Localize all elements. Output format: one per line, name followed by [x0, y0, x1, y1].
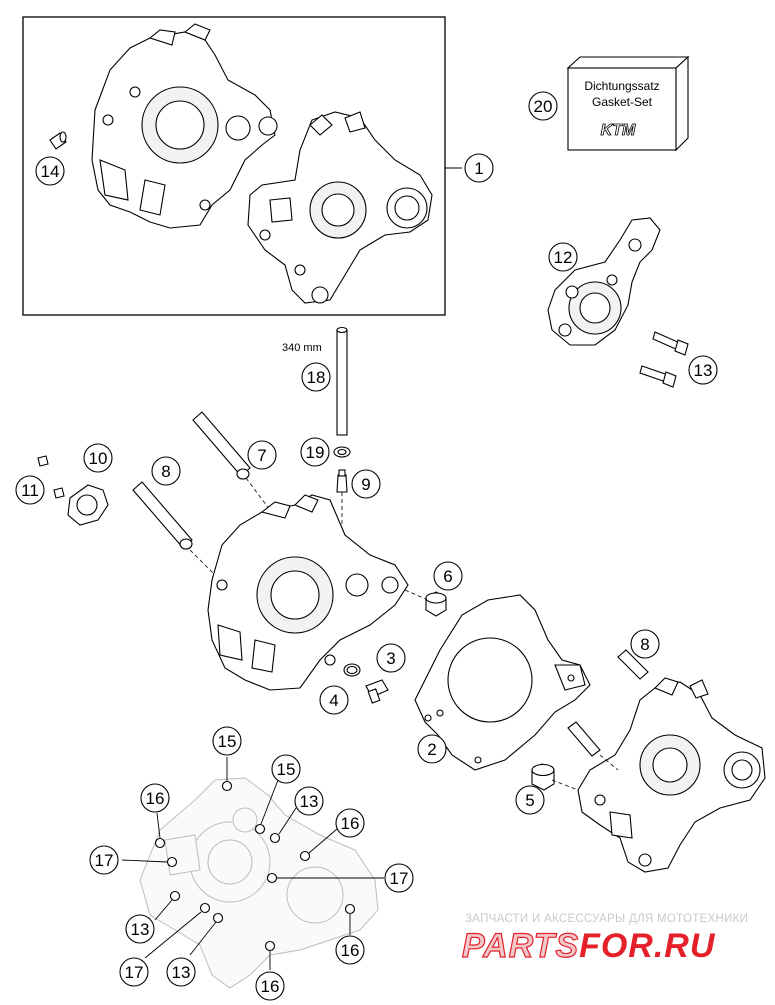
watermark-brand-for: FOR.RU — [579, 927, 716, 965]
svg-text:17: 17 — [125, 963, 144, 982]
leader-lines — [121, 757, 384, 970]
callout-17c: 17 — [119, 957, 149, 987]
callout-13c: 13 — [125, 914, 155, 944]
svg-text:16: 16 — [341, 814, 360, 833]
callout-11: 11 — [15, 475, 45, 505]
crankcase-gasket-2 — [414, 594, 591, 771]
svg-text:8: 8 — [640, 635, 649, 654]
svg-text:17: 17 — [95, 851, 114, 870]
cover-gasket-10 — [67, 484, 109, 526]
crankcase-left-half-top — [91, 23, 278, 229]
crankcase-right-half-top — [247, 111, 433, 304]
callout-12: 12 — [548, 242, 578, 272]
svg-text:15: 15 — [218, 732, 237, 751]
bolts-13-top — [639, 331, 689, 388]
svg-text:9: 9 — [361, 475, 370, 494]
gasket-set-label-de: Dichtungssatz — [584, 79, 659, 93]
svg-text:6: 6 — [443, 567, 452, 586]
dowel-pin-14 — [49, 131, 67, 150]
svg-text:15: 15 — [277, 760, 296, 779]
svg-text:3: 3 — [386, 649, 395, 668]
dowel-sleeve-8-right — [567, 649, 649, 757]
svg-text:16: 16 — [146, 789, 165, 808]
callout-16a: 16 — [140, 783, 170, 813]
callout-1: 1 — [464, 153, 494, 183]
drain-plug-3 — [365, 679, 389, 704]
screw-points — [154, 780, 356, 952]
svg-text:13: 13 — [300, 792, 319, 811]
svg-text:18: 18 — [307, 368, 326, 387]
fitting-9 — [336, 469, 348, 493]
bearing-5 — [531, 763, 555, 791]
callout-9: 9 — [351, 469, 381, 499]
ghost-crankcase-outline — [139, 777, 379, 989]
crankcase-right-half — [577, 677, 766, 873]
callout-3: 3 — [376, 643, 406, 673]
callout-bubbles: 1 2 3 4 5 6 7 8 8 9 10 11 12 13 13 13 13… — [15, 91, 718, 1001]
callout-20: 20 — [528, 91, 558, 121]
svg-text:19: 19 — [306, 443, 325, 462]
callout-6: 6 — [433, 561, 463, 591]
callout-14: 14 — [35, 156, 65, 186]
svg-text:16: 16 — [341, 941, 360, 960]
pipe-length-label: 340 mm — [282, 342, 322, 354]
callout-16c: 16 — [335, 935, 365, 965]
callout-4: 4 — [319, 685, 349, 715]
callout-2: 2 — [417, 734, 447, 764]
watermark-tagline: ЗАПЧАСТИ И АКСЕССУАРЫ ДЛЯ МОТОТЕХНИКИ — [465, 913, 748, 925]
screws-11 — [37, 455, 65, 499]
watermark: ЗАПЧАСТИ И АКСЕССУАРЫ ДЛЯ МОТОТЕХНИКИ PA… — [461, 913, 748, 966]
svg-text:1: 1 — [474, 159, 483, 178]
callout-15b: 15 — [271, 754, 301, 784]
svg-text:2: 2 — [427, 740, 436, 759]
callout-8b: 8 — [630, 629, 660, 659]
gasket-set-label-en: Gasket-Set — [592, 95, 653, 109]
svg-text:13: 13 — [694, 361, 713, 380]
callout-17b: 17 — [384, 863, 414, 893]
callout-10: 10 — [83, 443, 113, 473]
svg-text:20: 20 — [534, 97, 553, 116]
svg-text:13: 13 — [131, 920, 150, 939]
pipe-18: 340 mm — [282, 326, 348, 436]
bearing-6 — [425, 591, 447, 617]
crankcase-assembly-frame — [22, 16, 446, 316]
svg-text:7: 7 — [257, 446, 266, 465]
crankcase-left-half-middle — [207, 494, 409, 691]
svg-text:14: 14 — [41, 162, 60, 181]
callout-18: 18 — [301, 362, 331, 392]
callout-16b: 16 — [335, 808, 365, 838]
callout-17a: 17 — [89, 845, 119, 875]
callout-19: 19 — [300, 437, 330, 467]
callout-13a: 13 — [688, 355, 718, 385]
callout-7: 7 — [247, 440, 277, 470]
svg-text:8: 8 — [161, 462, 170, 481]
callout-13d: 13 — [166, 957, 196, 987]
dowel-sleeve-7 — [192, 411, 251, 480]
svg-text:5: 5 — [525, 791, 534, 810]
callout-16d: 16 — [255, 971, 285, 1001]
svg-text:4: 4 — [329, 691, 338, 710]
watermark-brand-parts: PARTS — [462, 927, 579, 965]
svg-text:11: 11 — [21, 481, 39, 500]
gasket-set-box: Dichtungssatz Gasket-Set KTM — [566, 55, 690, 152]
svg-text:13: 13 — [172, 963, 191, 982]
dowel-sleeve-8 — [132, 481, 193, 550]
callout-5: 5 — [515, 785, 545, 815]
watermark-brand: PARTSFOR.RU — [462, 927, 716, 965]
callout-15a: 15 — [212, 726, 242, 756]
callout-8a: 8 — [151, 456, 181, 486]
seal-ring-4 — [343, 663, 361, 677]
svg-text:10: 10 — [89, 449, 108, 468]
svg-text:17: 17 — [390, 869, 409, 888]
svg-text:12: 12 — [554, 248, 573, 267]
svg-text:16: 16 — [261, 977, 280, 996]
ignition-cover-12 — [547, 217, 661, 346]
hose-clamp-19 — [333, 446, 351, 458]
ktm-logo: KTM — [601, 122, 636, 139]
callout-13b: 13 — [294, 786, 324, 816]
